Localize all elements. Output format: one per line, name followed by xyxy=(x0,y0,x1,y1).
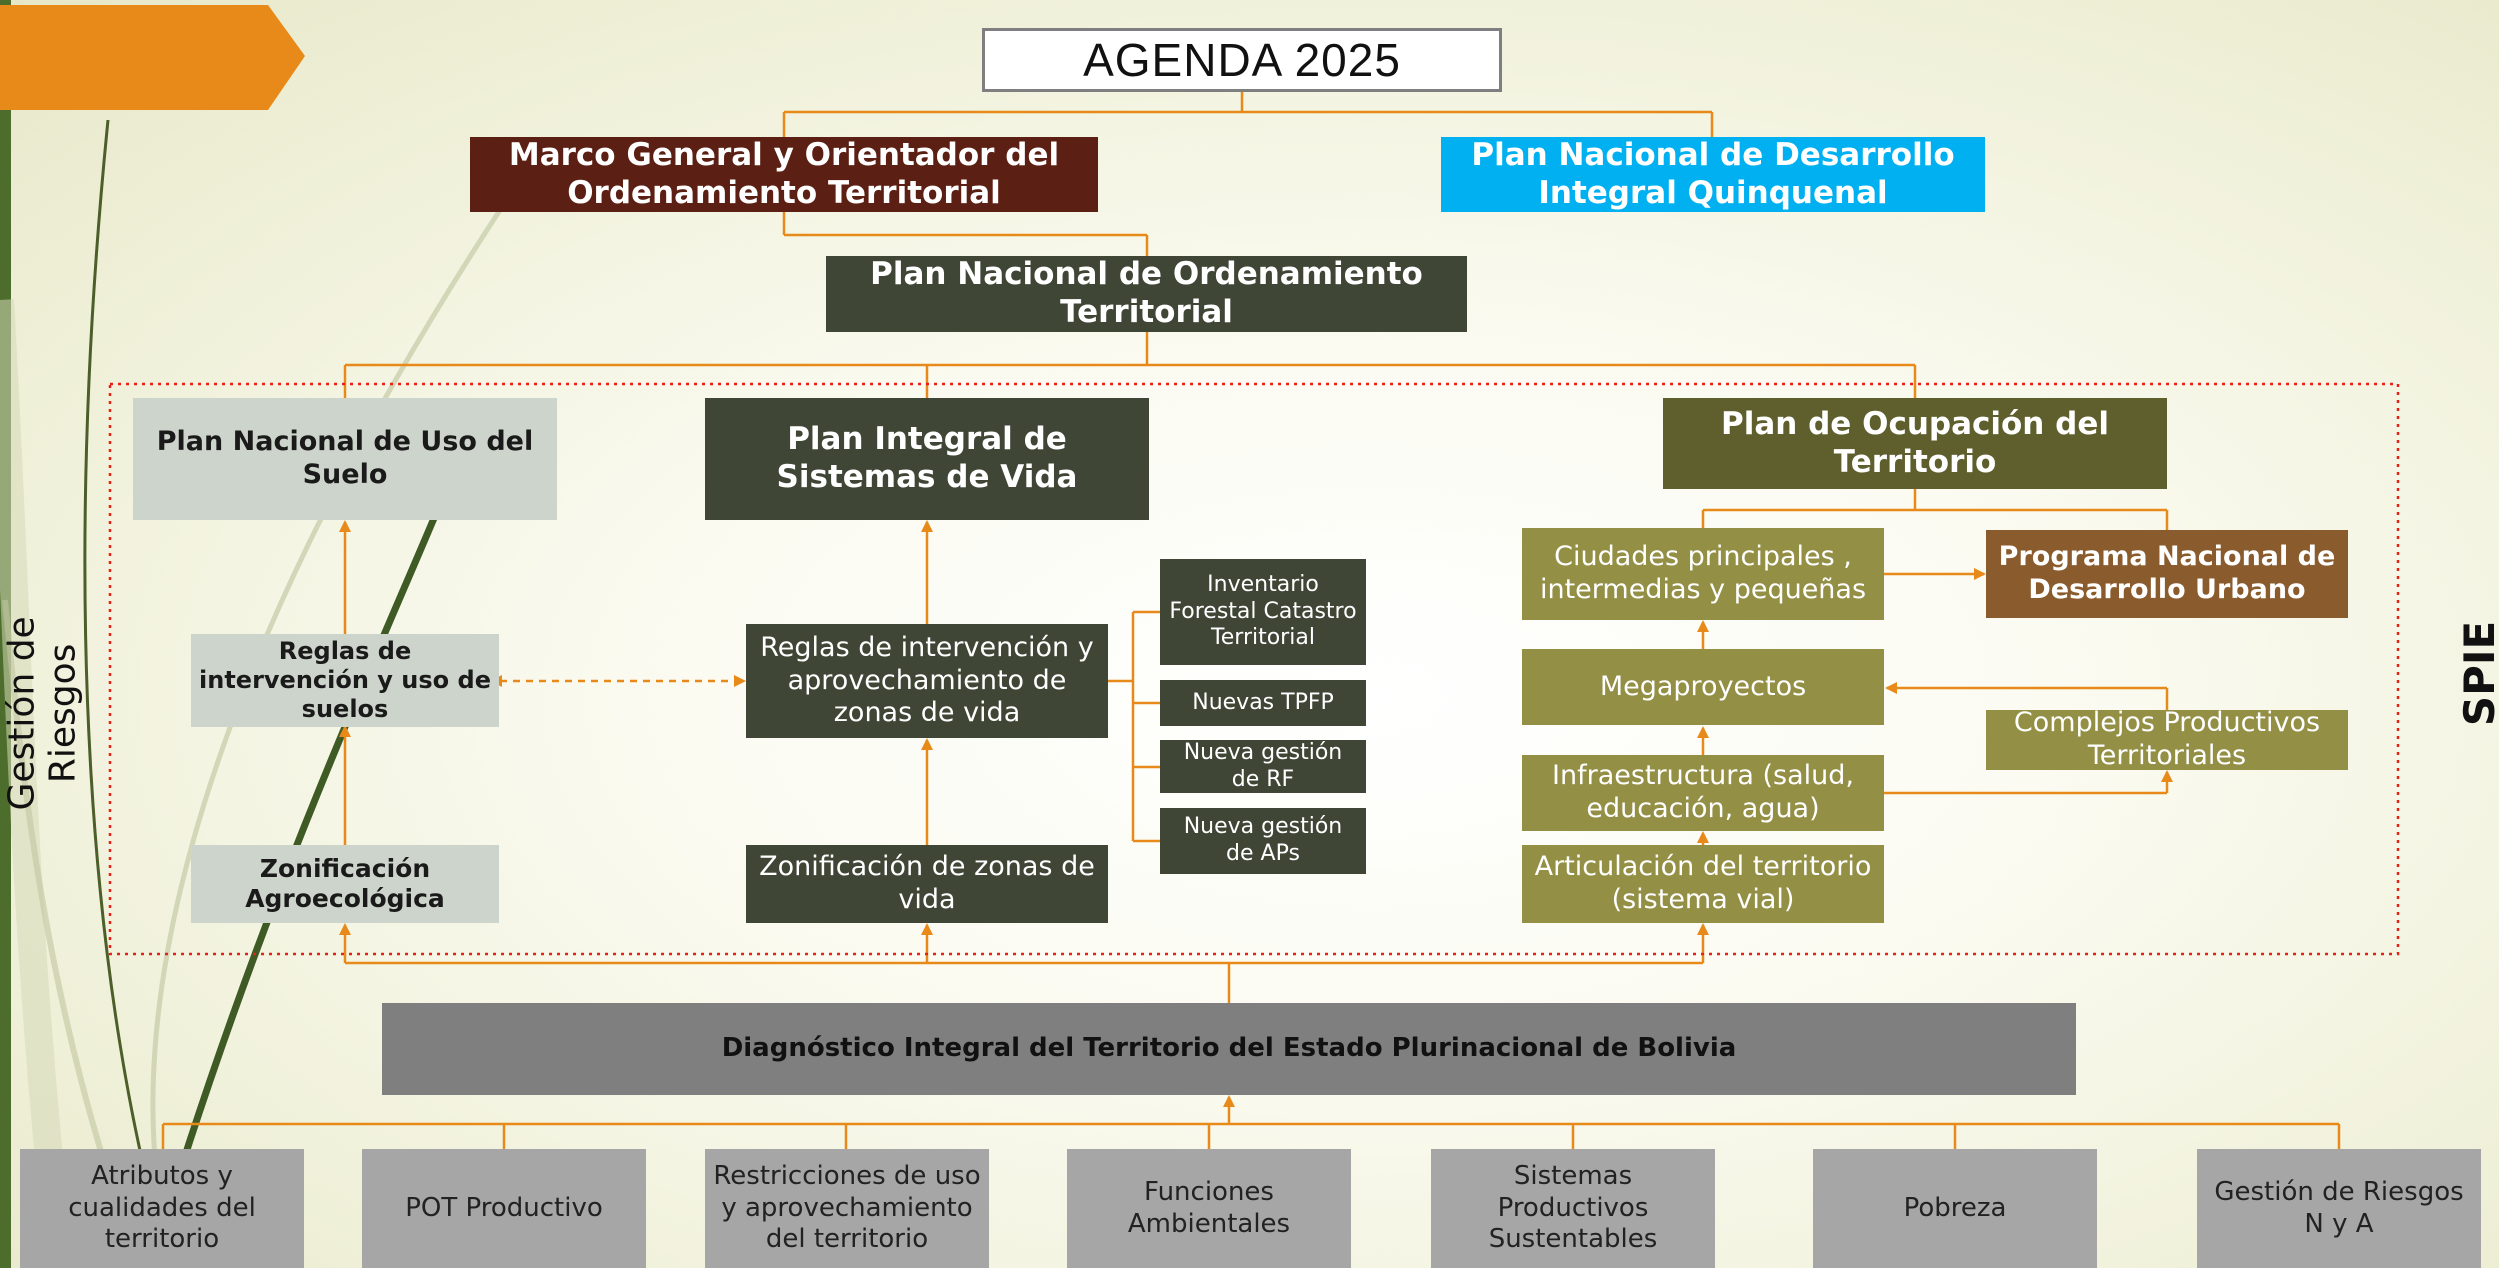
page-title: AGENDA 2025 xyxy=(982,28,1502,92)
footer-pobreza: Pobreza xyxy=(1813,1149,2097,1268)
plan-sistemas-vida-box: Plan Integral de Sistemas de Vida xyxy=(705,398,1149,520)
side-label-gestion-riesgos: Gestión de Riesgos xyxy=(1,616,84,811)
plan-uso-suelo-box: Plan Nacional de Uso del Suelo xyxy=(133,398,557,520)
reglas-uso-suelos-box: Reglas de intervención y uso de suelos xyxy=(191,634,499,727)
footer-gestion-riesgos: Gestión de Riesgos N y A xyxy=(2197,1149,2481,1268)
sub-nueva-gestion-rf: Nueva gestión de RF xyxy=(1160,740,1366,793)
plan-ordenamiento-box: Plan Nacional de Ordenamiento Territoria… xyxy=(826,256,1467,332)
ciudades-box: Ciudades principales , intermedias y peq… xyxy=(1522,528,1884,620)
marco-general-box: Marco General y Orientador del Ordenamie… xyxy=(470,137,1098,212)
sub-nuevas-tpfp: Nuevas TPFP xyxy=(1160,680,1366,726)
complejos-productivos-box: Complejos Productivos Territoriales xyxy=(1986,710,2348,770)
footer-funciones-ambientales: Funciones Ambientales xyxy=(1067,1149,1351,1268)
footer-pot-productivo: POT Productivo xyxy=(362,1149,646,1268)
plan-desarrollo-box: Plan Nacional de Desarrollo Integral Qui… xyxy=(1441,137,1985,212)
sub-inventario-forestal: Inventario Forestal Catastro Territorial xyxy=(1160,559,1366,665)
programa-desarrollo-urbano-box: Programa Nacional de Desarrollo Urbano xyxy=(1986,530,2348,618)
articulacion-territorio-box: Articulación del territorio (sistema via… xyxy=(1522,845,1884,923)
reglas-zonas-vida-box: Reglas de intervención y aprovechamiento… xyxy=(746,624,1108,738)
diagnostico-integral-box: Diagnóstico Integral del Territorio del … xyxy=(382,1003,2076,1095)
footer-restricciones: Restricciones de uso y aprovechamiento d… xyxy=(705,1149,989,1268)
side-label-spie: SPIE xyxy=(2454,620,2499,727)
zonificacion-agroecologica-box: Zonificación Agroecológica xyxy=(191,845,499,923)
zonificacion-zonas-vida-box: Zonificación de zonas de vida xyxy=(746,845,1108,923)
plan-ocupacion-box: Plan de Ocupación del Territorio xyxy=(1663,398,2167,489)
sub-nueva-gestion-aps: Nueva gestión de APs xyxy=(1160,808,1366,874)
megaproyectos-box: Megaproyectos xyxy=(1522,649,1884,725)
footer-atributos: Atributos y cualidades del territorio xyxy=(20,1149,304,1268)
footer-sistemas-productivos: Sistemas Productivos Sustentables xyxy=(1431,1149,1715,1268)
infraestructura-box: Infraestructura (salud, educación, agua) xyxy=(1522,755,1884,831)
